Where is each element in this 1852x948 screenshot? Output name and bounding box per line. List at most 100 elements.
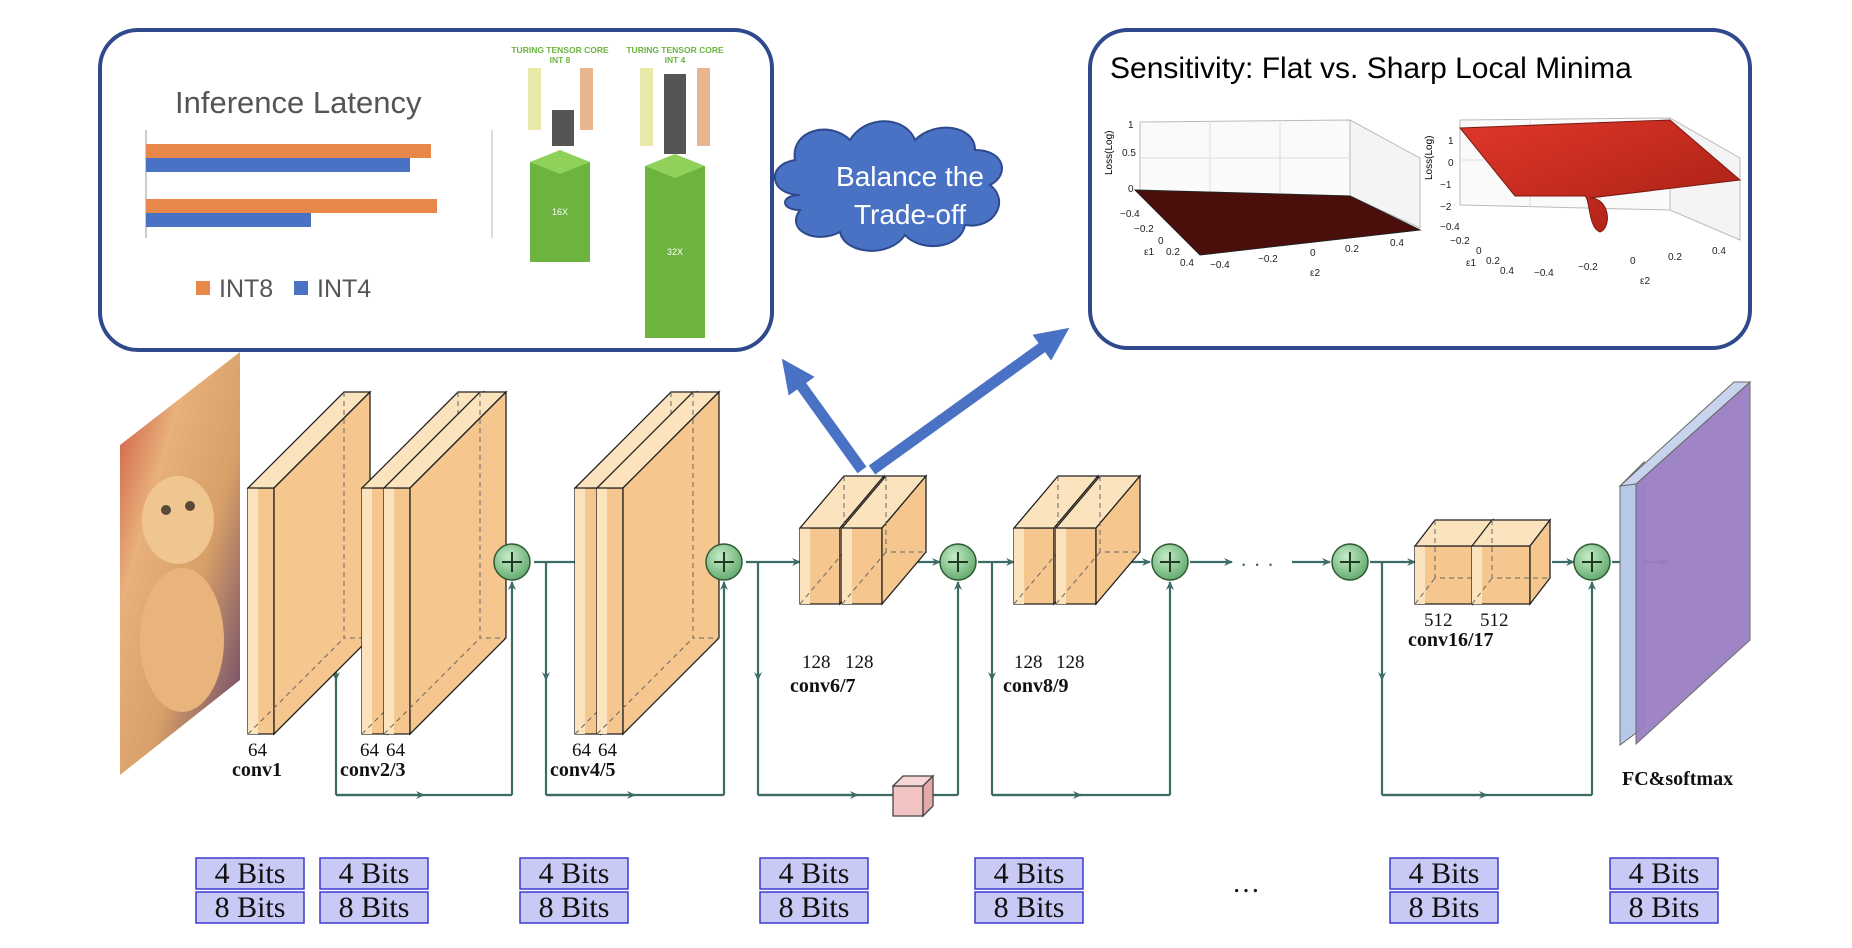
tensor-block-green <box>530 162 590 262</box>
bits-option-4[interactable] <box>1609 857 1719 890</box>
connections <box>320 558 1669 799</box>
network-dots: · · · <box>1240 551 1274 576</box>
channel-count: 64 <box>572 740 592 761</box>
latency-panel: Inference Latency INT8 INT4 TURING TENSO… <box>98 28 774 352</box>
channel-count: 512 <box>1480 610 1509 631</box>
flat-ztick: 0.5 <box>1122 148 1136 159</box>
conv1-slab-hidden-edge <box>247 637 345 735</box>
channel-count: 64 <box>248 740 268 761</box>
bits-ellipsis: … <box>1232 868 1260 899</box>
tensor-core-int4-subtitle: INT 4 <box>665 55 686 65</box>
tensor-core-int8-title: TURING TENSOR CORE <box>511 45 609 55</box>
bits-option-label: 4 Bits <box>215 857 286 890</box>
tensor-plane-yellow <box>640 68 653 146</box>
sharp-xtick: −0.2 <box>1450 236 1470 247</box>
sharp-ytick: 0.4 <box>1712 246 1726 257</box>
bits-option-4[interactable] <box>759 857 869 890</box>
bits-option-4[interactable] <box>1389 857 1499 890</box>
tensor-core-int8-throughput: 16X <box>552 207 568 217</box>
bits-option-4[interactable] <box>974 857 1084 890</box>
bits-option-4[interactable] <box>519 857 629 890</box>
conv6-7-cube-stripe <box>800 528 810 604</box>
conv1-slab-side <box>273 390 371 736</box>
bits-option-4[interactable] <box>319 857 429 890</box>
legend-int4-swatch <box>294 281 308 295</box>
sharp-ztick: −1 <box>1440 180 1452 191</box>
channel-count: 128 <box>1014 652 1043 673</box>
tensor-plane-orange <box>580 68 593 130</box>
sharp-ytick: 0.2 <box>1668 252 1682 263</box>
channel-count: 128 <box>802 652 831 673</box>
layer-name-conv1: conv1 <box>232 759 282 781</box>
conv6-7-cube-hidden-edge <box>799 551 845 605</box>
bits-option-label: 8 Bits <box>779 891 850 924</box>
layer-name-conv6-7: conv6/7 <box>790 675 856 697</box>
conv6-7-cube-hidden-edge <box>841 551 887 605</box>
latency-bar-int8 <box>146 199 437 213</box>
cat-head <box>142 476 214 564</box>
channel-count: 64 <box>360 740 380 761</box>
tensor-block-gray <box>552 110 574 146</box>
layer-name-conv8-9: conv8/9 <box>1003 675 1069 697</box>
bits-option-8[interactable] <box>319 891 429 924</box>
bits-option-label: 8 Bits <box>1409 891 1480 924</box>
input-image <box>120 352 240 775</box>
fc-layer-blue-front <box>1618 381 1752 487</box>
latency-bars <box>146 144 437 227</box>
bits-option-8[interactable] <box>1389 891 1499 924</box>
cloud-shape <box>774 120 1003 252</box>
sharp-ytick: −0.4 <box>1534 268 1554 279</box>
bits-option-label: 4 Bits <box>994 857 1065 890</box>
cat-body <box>140 568 224 712</box>
conv1-slab-stripe <box>248 488 258 734</box>
cat-eye <box>161 505 171 515</box>
sharp-xtick: 0.4 <box>1500 266 1514 277</box>
channel-count: 128 <box>1056 652 1085 673</box>
conv16-17-cube-hidden-edge <box>1471 577 1493 605</box>
downsample-cube <box>891 774 935 818</box>
bits-option-label: 8 Bits <box>539 891 610 924</box>
conv6-7-cube-stripe <box>842 528 852 604</box>
sensitivity-panel: Sensitivity: Flat vs. Sharp Local Minima… <box>1088 28 1752 350</box>
bits-option-8[interactable] <box>195 891 305 924</box>
flat-ylabel: ε2 <box>1310 268 1320 279</box>
conv6-7-cube-hidden-edge <box>885 476 926 553</box>
conv8-9-cube-hidden-edge <box>1055 551 1101 605</box>
conv8-9-cube-hidden-edge <box>1013 551 1059 605</box>
tensor-core-int4-title: TURING TENSOR CORE <box>626 45 724 55</box>
bits-option-label: 8 Bits <box>1629 891 1700 924</box>
layer-name-conv16-17: conv16/17 <box>1408 629 1494 651</box>
bits-option-label: 4 Bits <box>1409 857 1480 890</box>
conv6-7-cube-side <box>881 474 927 606</box>
flat-ytick: 0.4 <box>1390 238 1404 249</box>
conv-blocks <box>246 390 1552 736</box>
fc-layer-purple <box>1635 380 1751 746</box>
flat-ztick: 0 <box>1128 184 1134 195</box>
bits-option-label: 8 Bits <box>339 891 410 924</box>
bits-option-4[interactable] <box>195 857 305 890</box>
bits-option-8[interactable] <box>1609 891 1719 924</box>
bits-option-8[interactable] <box>974 891 1084 924</box>
tensor-core-int4-throughput: 32X <box>667 247 683 257</box>
latency-panel-border <box>98 28 774 352</box>
flat-ytick: −0.4 <box>1210 260 1230 271</box>
conv8-9-cube-stripe <box>1056 528 1066 604</box>
conv16-17-cube-side <box>1529 518 1551 606</box>
tensor-plane-orange <box>697 68 710 146</box>
channel-count: 64 <box>598 740 618 761</box>
legend-int8-label: INT8 <box>219 275 273 303</box>
sharp-xtick: 0.2 <box>1486 256 1500 267</box>
bits-option-8[interactable] <box>519 891 629 924</box>
legend-int8-swatch <box>196 281 210 295</box>
fc-softmax-block: FC&softmax <box>1618 380 1752 790</box>
bits-option-8[interactable] <box>759 891 869 924</box>
sharp-xlabel: ε1 <box>1466 258 1476 269</box>
sharp-xtick: 0 <box>1476 246 1482 257</box>
sharp-zlabel: Loss(Log) <box>1424 136 1435 180</box>
sharp-minimum-plot: Loss(Log) 1 0 −1 −2 −0.4 −0.2 0 0.2 0.4 … <box>1424 117 1742 287</box>
flat-minimum-plot: Loss(Log) 1 0.5 0 −0.4 −0.2 0 0.2 0.4 −0… <box>1104 119 1422 279</box>
sharp-surface <box>1458 119 1742 233</box>
flat-xtick: −0.2 <box>1134 224 1154 235</box>
cloud-line1: Balance the <box>836 161 984 192</box>
